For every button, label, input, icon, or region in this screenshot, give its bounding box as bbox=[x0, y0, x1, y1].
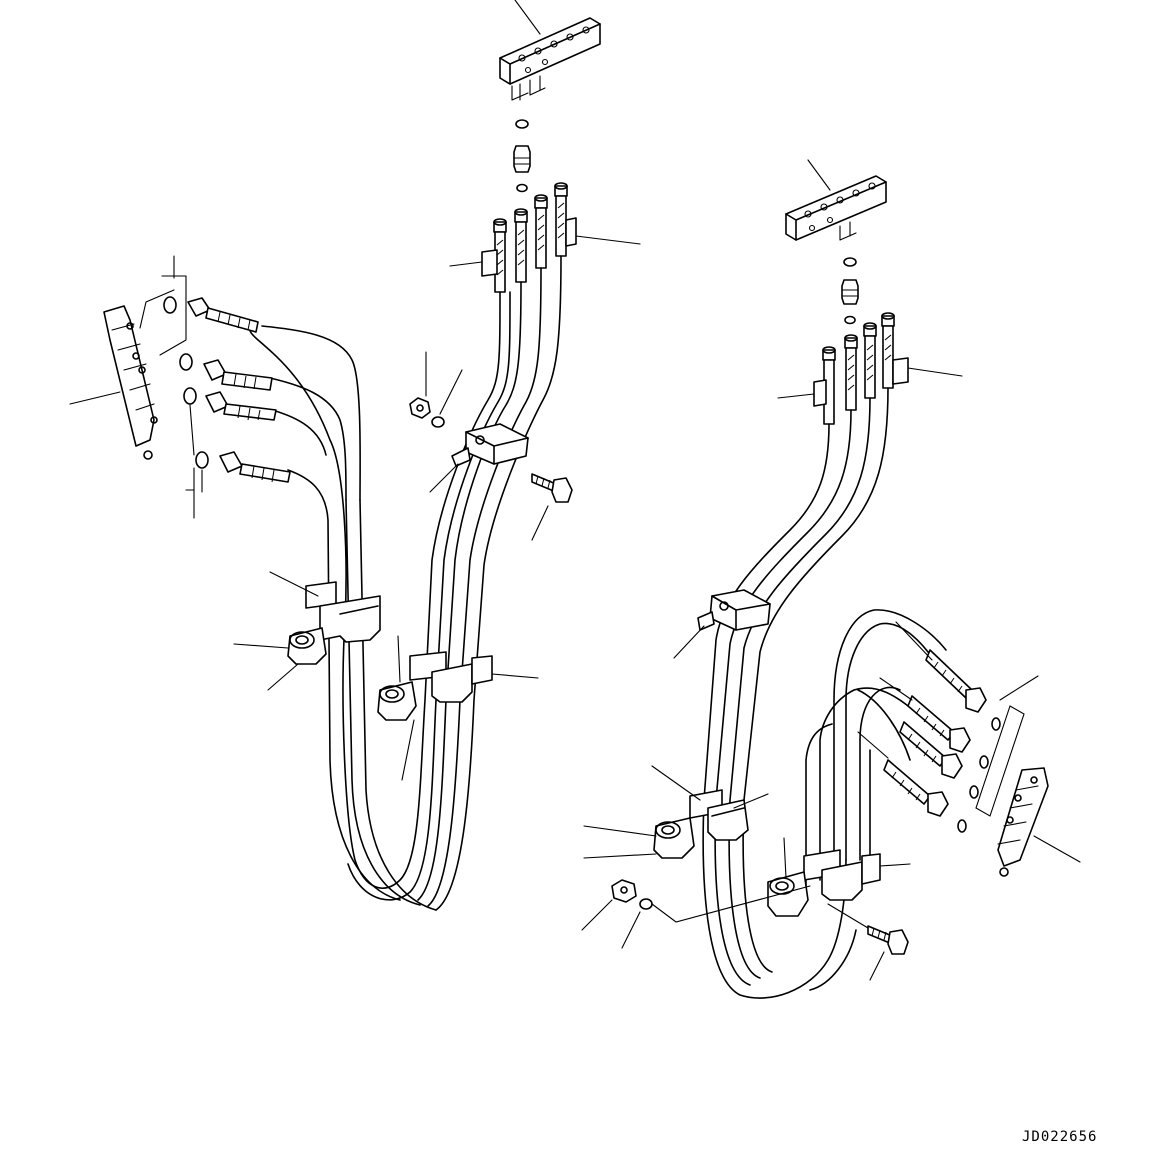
right-side-fittings bbox=[857, 621, 1081, 877]
left-assembly bbox=[69, 0, 641, 911]
right-lower-clamps bbox=[581, 765, 911, 981]
right-valve-block bbox=[785, 159, 887, 241]
left-upper-clamp bbox=[409, 351, 573, 541]
right-adapter bbox=[841, 257, 859, 325]
right-hoses bbox=[702, 387, 947, 999]
right-hose-ends bbox=[777, 312, 963, 425]
drawing-code: JD022656 bbox=[1022, 1129, 1097, 1145]
left-valve-block bbox=[499, 0, 601, 101]
left-side-fittings bbox=[69, 255, 291, 519]
left-adapter bbox=[513, 119, 531, 193]
right-assembly bbox=[581, 159, 1081, 999]
left-hose-ends bbox=[449, 182, 641, 293]
left-lower-clamps bbox=[233, 571, 539, 781]
left-hoses bbox=[249, 255, 562, 911]
right-upper-clamp bbox=[673, 589, 771, 659]
